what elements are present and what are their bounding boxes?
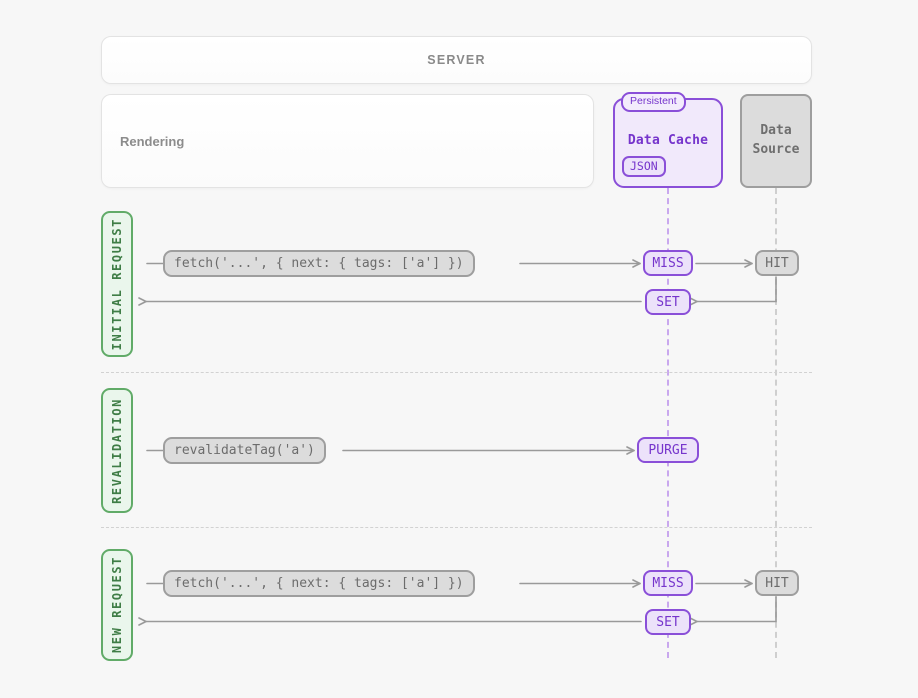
connector-initial-hit-to-set <box>689 276 777 306</box>
badge-miss-initial: MISS <box>643 250 693 276</box>
connector-new-hit-to-set <box>689 596 777 626</box>
section-separator-2 <box>101 527 812 528</box>
section-separator-1 <box>101 372 812 373</box>
rendering-label: Rendering <box>120 133 185 149</box>
badge-hit-initial: HIT <box>755 250 799 276</box>
data-cache-lifeline <box>667 188 669 658</box>
code-pill-fetch-new: fetch('...', { next: { tags: ['a'] }) <box>163 570 475 597</box>
section-tag-revalidation: REVALIDATION <box>101 388 133 513</box>
data-cache-title: Data Cache <box>627 132 709 148</box>
section-tag-initial-request-label: INITIAL REQUEST <box>110 217 124 351</box>
data-source-line-2: Source <box>752 142 800 157</box>
rendering-card: Rendering <box>101 94 594 188</box>
badge-hit-new: HIT <box>755 570 799 596</box>
server-title: SERVER <box>427 53 486 67</box>
badge-miss-new: MISS <box>643 570 693 596</box>
server-container: SERVER <box>101 36 812 84</box>
persistent-badge: Persistent <box>621 92 686 112</box>
data-source-card: Data Source <box>740 94 812 188</box>
badge-set-new: SET <box>645 609 691 635</box>
data-source-line-1: Data <box>760 123 792 139</box>
badge-set-initial: SET <box>645 289 691 315</box>
code-pill-fetch-initial: fetch('...', { next: { tags: ['a'] }) <box>163 250 475 277</box>
section-tag-revalidation-label: REVALIDATION <box>110 397 124 504</box>
section-tag-new-request: NEW REQUEST <box>101 549 133 661</box>
json-chip: JSON <box>622 156 666 178</box>
section-tag-new-request-label: NEW REQUEST <box>110 556 124 654</box>
code-pill-revalidate-tag: revalidateTag('a') <box>163 437 326 464</box>
badge-purge: PURGE <box>637 437 699 463</box>
data-source-lifeline <box>775 188 777 658</box>
section-tag-initial-request: INITIAL REQUEST <box>101 211 133 357</box>
